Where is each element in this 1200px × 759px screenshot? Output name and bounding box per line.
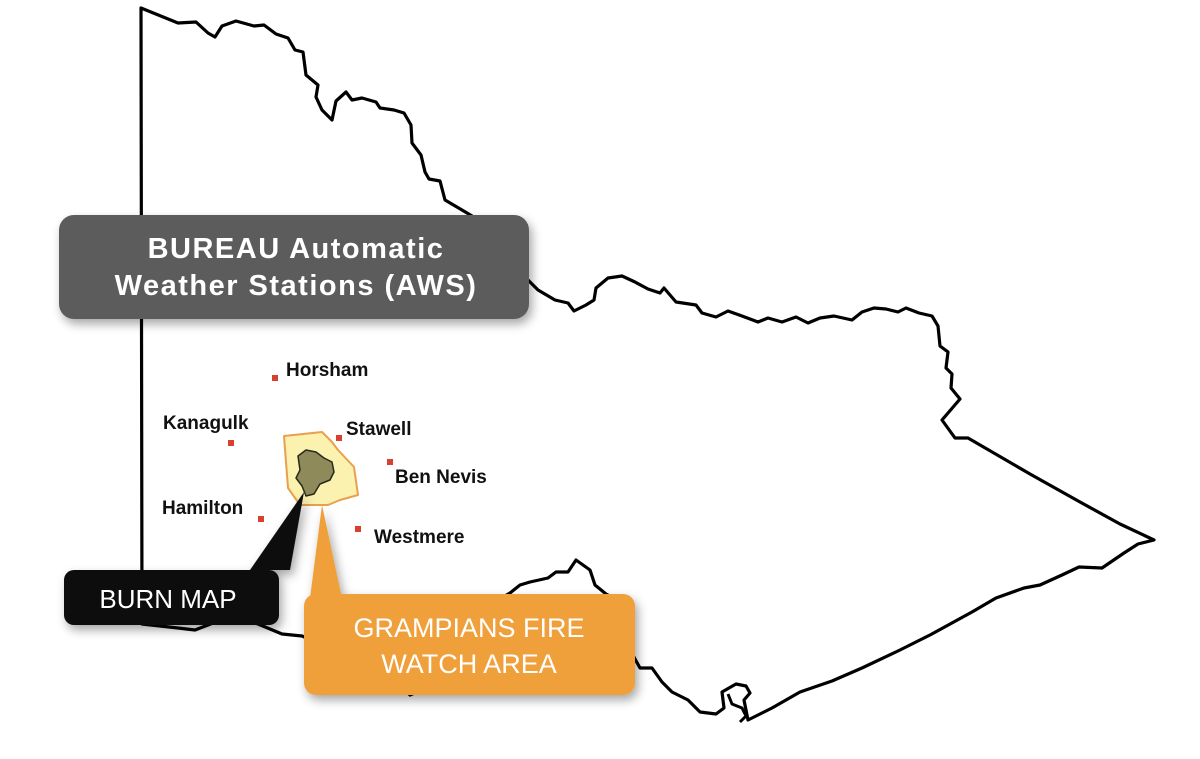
burn-area [295, 449, 335, 497]
station-marker-westmere [355, 526, 361, 532]
station-label-horsham: Horsham [286, 360, 368, 381]
station-marker-horsham [272, 375, 278, 381]
fire-watch-line1: GRAMPIANS FIRE [353, 613, 584, 643]
fire-watch-callout [304, 505, 635, 695]
aws-callout-line2: Weather Stations (AWS) [115, 270, 478, 302]
fire-watch-line2: WATCH AREA [381, 649, 557, 679]
aws-callout [59, 215, 529, 319]
victoria-state-outline [139, 6, 1156, 722]
station-marker-ben-nevis [387, 459, 393, 465]
station-label-stawell: Stawell [346, 419, 411, 440]
station-marker-kanagulk [228, 440, 234, 446]
aws-callout-line1: BUREAU Automatic [148, 233, 445, 265]
burn-map-callout [64, 492, 304, 625]
station-label-westmere: Westmere [374, 527, 464, 548]
station-label-hamilton: Hamilton [162, 498, 243, 519]
station-marker-stawell [336, 435, 342, 441]
station-marker-hamilton [258, 516, 264, 522]
station-label-kanagulk: Kanagulk [163, 413, 249, 434]
station-label-ben-nevis: Ben Nevis [395, 467, 487, 488]
bay-coastline [726, 693, 748, 724]
burn-map-label: BURN MAP [99, 584, 236, 614]
